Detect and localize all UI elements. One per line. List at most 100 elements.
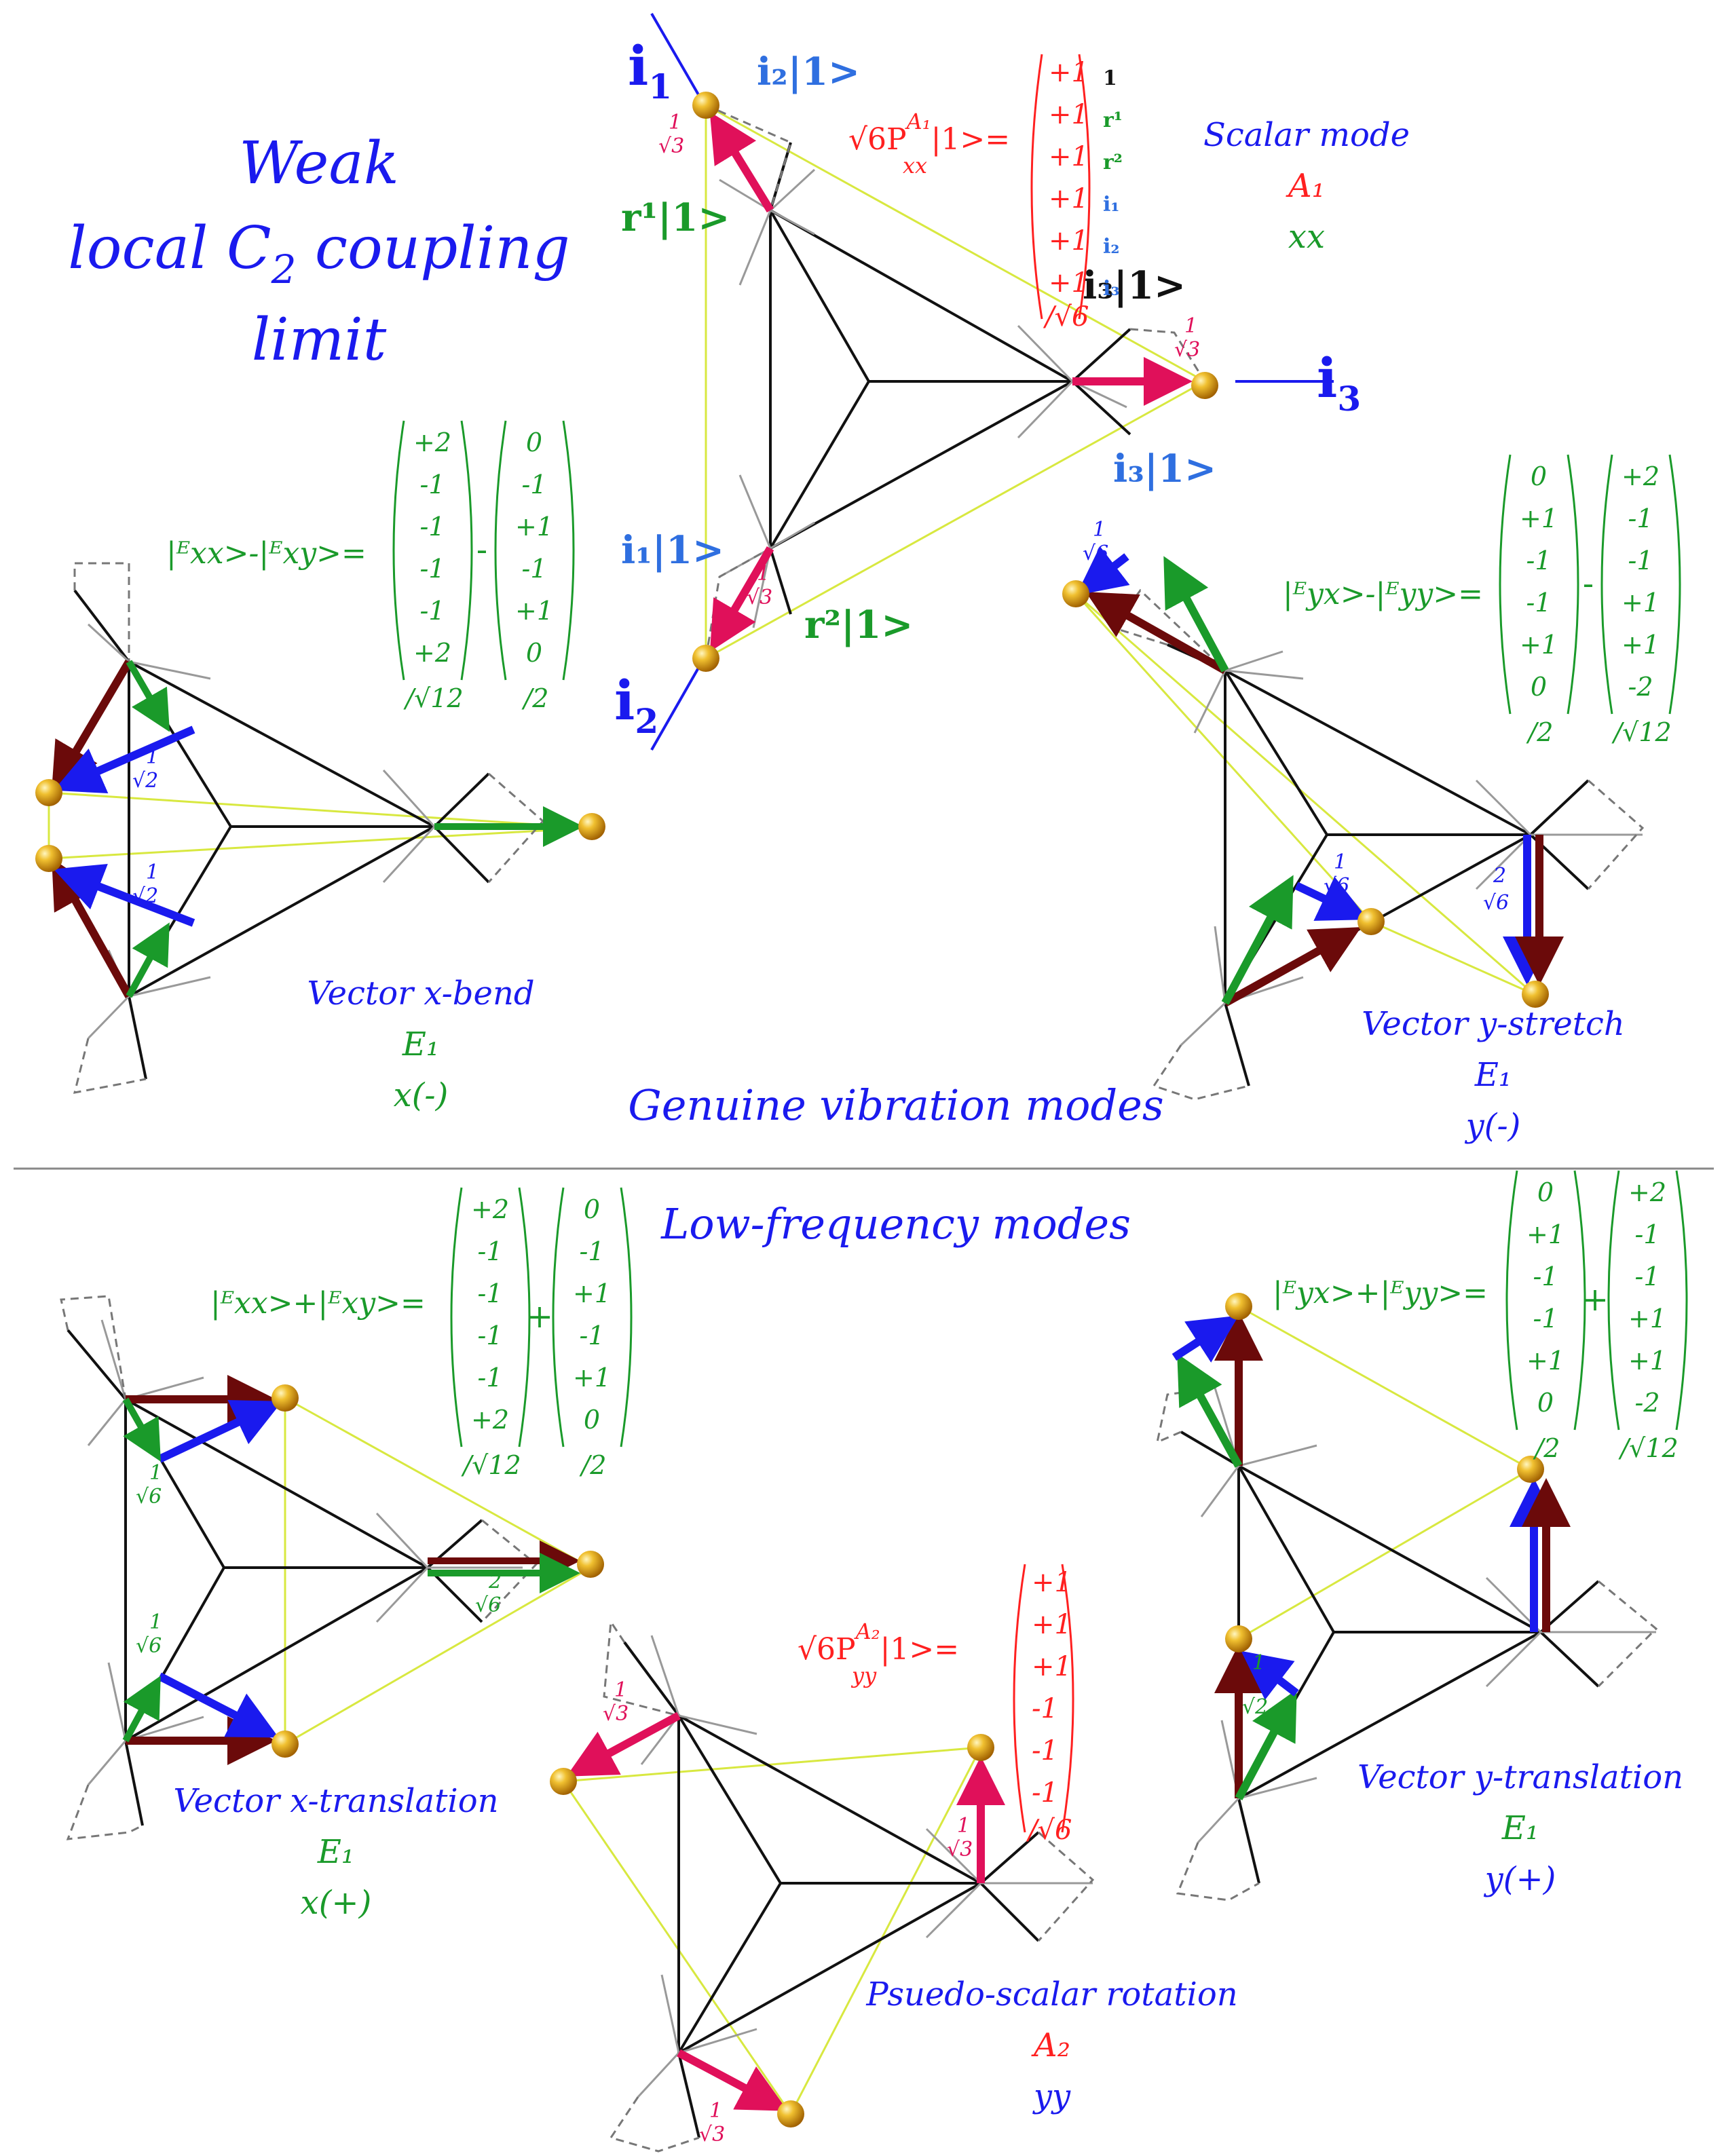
scalar-entry: +1 <box>1049 225 1089 257</box>
y-stretch-coef-2: 1√6 <box>1324 850 1349 898</box>
scalar-entry: +1 <box>1049 267 1089 299</box>
x_bend-vec1-norm: /√12 <box>402 683 463 713</box>
x-translation-coef-2: 1√6 <box>136 1610 162 1658</box>
scalar-coef-2: 1√3 <box>747 562 772 609</box>
scalar-row-label: i₁ <box>1103 193 1120 216</box>
y_translation-vec2-entry: +1 <box>1628 1346 1666 1376</box>
scalar-row-label: 1 <box>1103 67 1117 90</box>
x_translation-vec2-entry: +1 <box>573 1363 611 1393</box>
scalar-row-label: r¹ <box>1103 109 1123 132</box>
scalar-ball-1 <box>692 92 719 119</box>
rotation-norm: /√6 <box>1026 1815 1072 1846</box>
x_translation-vec1-entry: -1 <box>477 1236 502 1266</box>
title-line-1: Weak <box>239 130 399 197</box>
x_bend-vec2-entry: 0 <box>526 428 542 457</box>
y_stretch-vec2-entry: -1 <box>1628 504 1653 533</box>
x_bend-vec2-paren-left <box>494 420 507 681</box>
y_stretch-vec2-entry: -2 <box>1628 672 1653 702</box>
x-translation-coef-1: 1√6 <box>136 1461 162 1509</box>
scalar-arrow-2 <box>709 546 774 652</box>
y_stretch-vec2-entry: +1 <box>1622 630 1660 660</box>
scalar-component: xx <box>1288 218 1325 256</box>
rotation-coef-2: 1√3 <box>947 1814 973 1861</box>
scalar-irrep: A₁ <box>1286 167 1325 205</box>
x-translation-diagram: 1√6 1√6 2√6 |ᴱxx>+|ᴱxy>= +2-1-1-1-1+2/√1… <box>60 1187 633 1922</box>
scalar-entry: +1 <box>1049 183 1089 214</box>
y_translation-vec1-norm: /2 <box>1533 1433 1560 1463</box>
scalar-coef-3: 1√3 <box>1174 314 1200 362</box>
y-stretch-triangle <box>1074 592 1535 996</box>
x_translation-vec2-entry: 0 <box>584 1194 600 1224</box>
y_stretch-vec1-paren-right <box>1567 454 1579 715</box>
y_translation-vec1-entry: -1 <box>1533 1262 1558 1291</box>
x_bend-vec2-entry: -1 <box>521 470 546 499</box>
x-bend-coef-2: 1√2 <box>132 860 159 908</box>
y_stretch-vec2-paren-left <box>1600 454 1613 715</box>
x-translation-irrep: E₁ <box>317 1833 354 1871</box>
y-translation-mode-name: Vector y-translation <box>1357 1758 1683 1796</box>
y-stretch-coef-1: 1√6 <box>1083 518 1108 565</box>
scalar-row-label: i₃ <box>1103 277 1120 301</box>
rotation-diagram: 1√3 1√3 1√3 √6PA₂|1>= yy +1+1+1-1-1-1 /√… <box>550 1564 1238 2153</box>
x_translation-vec1-entry: -1 <box>477 1279 502 1308</box>
scalar-norm: /√6 <box>1043 301 1089 333</box>
x_translation-vec1-norm: /√12 <box>460 1450 521 1480</box>
scalar-row-label: i₂ <box>1103 235 1120 259</box>
x_bend-vec2-entry: +1 <box>515 596 553 626</box>
y-stretch-component: y(-) <box>1465 1107 1521 1145</box>
y-translation-coef-1: 1√2 <box>1242 1651 1268 1719</box>
y_translation-vec1-entry: 0 <box>1537 1388 1554 1418</box>
state-i3-bottom: i₃|1> <box>1113 447 1216 491</box>
y-stretch-coef-3: 2√6 <box>1483 864 1509 915</box>
y_translation-vec1-entry: -1 <box>1533 1304 1558 1334</box>
x-translation-component: x(+) <box>301 1884 372 1922</box>
x_translation-vec2-entry: +1 <box>573 1279 611 1308</box>
y_translation-operator: + <box>1581 1281 1609 1319</box>
x_bend-vec1-entry: -1 <box>419 512 445 542</box>
y_stretch-vec1-entry: 0 <box>1531 672 1547 702</box>
y_translation-vec1-entry: 0 <box>1537 1177 1554 1207</box>
state-i3-top: i₃|1> <box>1083 263 1186 308</box>
state-i2: i₂|1> <box>757 50 860 94</box>
y_translation-vec1-entry: +1 <box>1526 1346 1564 1376</box>
title-line-3: limit <box>252 306 387 374</box>
x_bend-vec1-entry: -1 <box>419 470 445 499</box>
x_bend-vec2-entry: 0 <box>526 638 542 668</box>
y_translation-vec2-paren-left <box>1607 1170 1620 1431</box>
y_stretch-operator: - <box>1583 565 1594 603</box>
y_stretch-vec1-entry: -1 <box>1526 588 1551 618</box>
x_translation-vec1-paren-right <box>518 1187 531 1448</box>
x_bend-vec2-norm: /2 <box>521 683 549 713</box>
scalar-entry: +1 <box>1049 57 1089 88</box>
x_translation-operator: + <box>526 1298 553 1336</box>
genuine-modes-label: Genuine vibration modes <box>628 1080 1163 1130</box>
y-translation-irrep: E₁ <box>1501 1809 1539 1847</box>
rotation-mode-name: Psuedo-scalar rotation <box>865 1975 1237 2013</box>
y_translation-vec1-paren-right <box>1573 1170 1586 1431</box>
x_bend-vec2-paren-right <box>562 420 575 681</box>
rotation-entry: -1 <box>1032 1735 1058 1766</box>
scalar-projector-sub: xx <box>903 153 927 178</box>
x-bend-component: x(-) <box>394 1076 449 1114</box>
scalar-coef-1: 1√3 <box>658 111 684 158</box>
i1-axis <box>650 12 706 107</box>
y_translation-vec2-norm: /√12 <box>1617 1433 1678 1463</box>
scalar-entry: +1 <box>1049 99 1089 130</box>
x-translation-label: |ᴱxx>+|ᴱxy>= <box>210 1286 426 1321</box>
x_translation-vec1-paren-left <box>450 1187 463 1448</box>
rotation-component: yy <box>1032 2077 1071 2115</box>
x_bend-vec2-entry: -1 <box>521 554 546 584</box>
x_bend-vec1-entry: -1 <box>419 554 445 584</box>
y_translation-vec2-entry: +2 <box>1628 1177 1666 1207</box>
scalar-arrow-1 <box>709 111 774 213</box>
y_stretch-vec2-entry: +2 <box>1622 461 1660 491</box>
rotation-projector-sub: yy <box>850 1663 877 1688</box>
scalar-entry: +1 <box>1049 141 1089 172</box>
title-line-2b: coupling <box>297 214 570 282</box>
y_stretch-vec1-entry: +1 <box>1520 630 1558 660</box>
y_stretch-vec1-norm: /2 <box>1526 717 1554 747</box>
y_stretch-vec1-paren-left <box>1499 454 1512 715</box>
low-frequency-modes-label: Low-frequency modes <box>660 1199 1131 1249</box>
